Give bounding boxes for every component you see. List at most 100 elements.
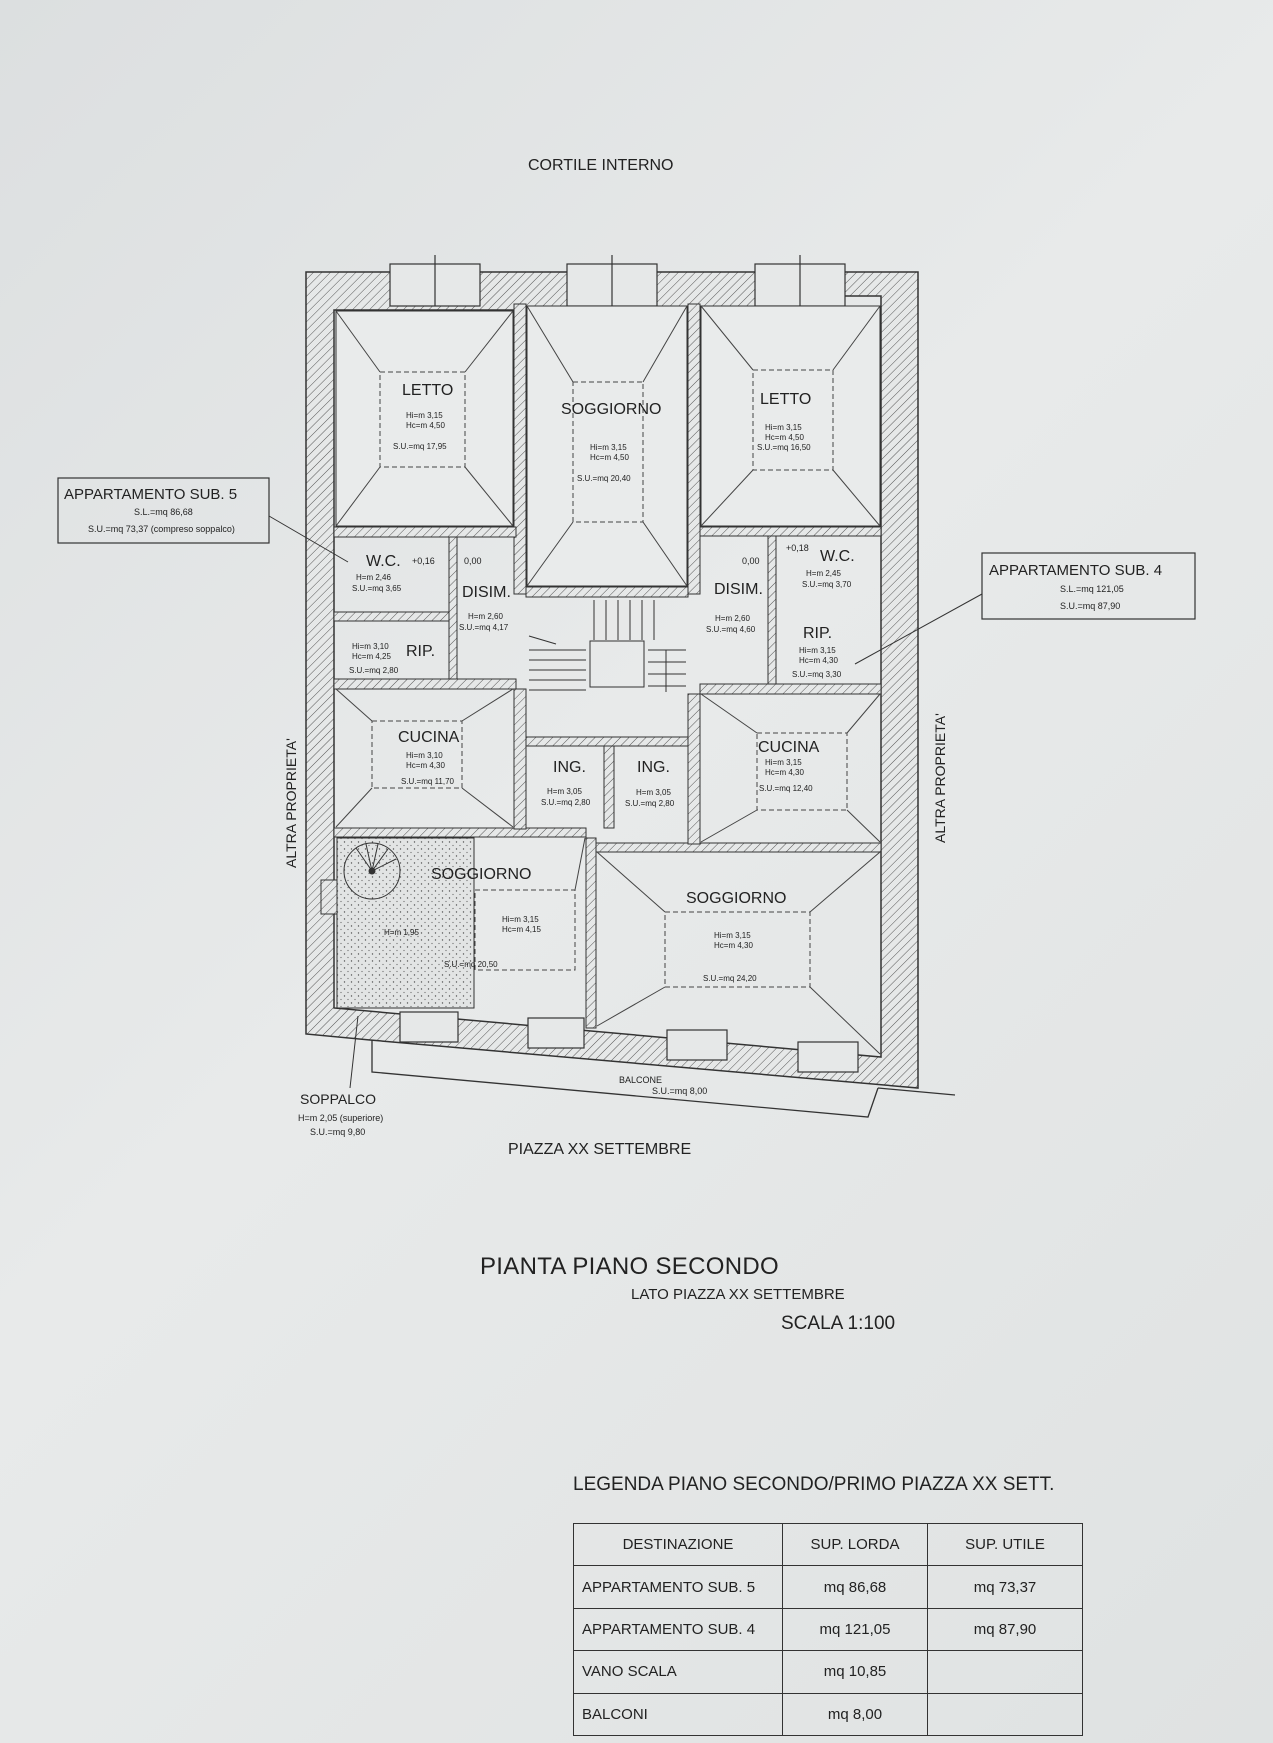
room-soggiorno-right-su: S.U.=mq 24,20 (703, 974, 757, 983)
room-disim-left-level: 0,00 (464, 556, 482, 566)
room-letto-left-hc: Hc=m 4,50 (406, 421, 445, 430)
legend-cell (927, 1692, 1083, 1737)
room-soggiorno-left-su: S.U.=mq 20,50 (444, 960, 498, 969)
piazza-label: PIAZZA XX SETTEMBRE (508, 1141, 691, 1158)
room-wc-right-level: +0,18 (786, 543, 809, 553)
room-letto-left-name: LETTO (402, 382, 453, 399)
spiral-stair (343, 842, 401, 900)
room-soggiorno-left-h: H=m 1,95 (384, 928, 419, 937)
plan-scale: SCALA 1:100 (781, 1313, 895, 1334)
sub4-su: S.U.=mq 87,90 (1060, 601, 1120, 611)
room-soggiorno-left-hc: Hc=m 4,15 (502, 925, 541, 934)
room-cucina-left-hi: Hi=m 3,10 (406, 751, 443, 760)
room-rip-left-name: RIP. (406, 643, 435, 660)
sub5-sl: S.L.=mq 86,68 (134, 507, 193, 517)
room-disim-right-level: 0,00 (742, 556, 760, 566)
building-walls (305, 271, 919, 1089)
room-letto-right-hi: Hi=m 3,15 (765, 423, 802, 432)
legend-title: LEGENDA PIANO SECONDO/PRIMO PIAZZA XX SE… (573, 1474, 1054, 1495)
room-soggiorno-center-hc: Hc=m 4,50 (590, 453, 629, 462)
room-wc-left-level: +0,16 (412, 556, 435, 566)
sub5-name: APPARTAMENTO SUB. 5 (64, 486, 237, 503)
room-ing-right-name: ING. (637, 759, 670, 776)
room-cucina-right-hi: Hi=m 3,15 (765, 758, 802, 767)
sub4-box (981, 552, 1196, 620)
room-soggiorno-right-name: SOGGIORNO (686, 890, 786, 907)
room-cucina-right-hc: Hc=m 4,30 (765, 768, 804, 777)
sub5-su: S.U.=mq 73,37 (compreso soppalco) (88, 524, 235, 534)
room-rip-right-hc: Hc=m 4,30 (799, 656, 838, 665)
room-soggiorno-center-hi: Hi=m 3,15 (590, 443, 627, 452)
room-soggiorno-center-name: SOGGIORNO (561, 401, 661, 418)
plan-title: PIANTA PIANO SECONDO (480, 1253, 779, 1280)
chimney (320, 879, 338, 915)
balcone-label: BALCONE (619, 1075, 662, 1085)
room-letto-right-name: LETTO (760, 391, 811, 408)
legend-row: BALCONI mq 8,00 (573, 1692, 1083, 1737)
room-soggiorno-left-hi: Hi=m 3,15 (502, 915, 539, 924)
room-wc-right-su: S.U.=mq 3,70 (802, 580, 852, 589)
room-rip-right-su: S.U.=mq 3,30 (792, 670, 842, 679)
room-wc-right-h: H=m 2,45 (806, 569, 841, 578)
room-cucina-right-su: S.U.=mq 12,40 (759, 784, 813, 793)
ceiling-vaults (335, 305, 881, 1055)
legend-cell: mq 87,90 (927, 1607, 1083, 1652)
room-disim-left-name: DISIM. (462, 584, 511, 601)
legend-cell: mq 86,68 (782, 1565, 928, 1609)
altra-proprieta-left: ALTRA PROPRIETA' (283, 738, 299, 868)
room-cucina-right-name: CUCINA (758, 739, 820, 756)
room-cucina-left-hc: Hc=m 4,30 (406, 761, 445, 770)
sub4-sl: S.L.=mq 121,05 (1060, 584, 1124, 594)
legend-row: APPARTAMENTO SUB. 5 mq 86,68 mq 73,37 (573, 1565, 1083, 1609)
sub5-box (57, 477, 270, 544)
legend-header-row: DESTINAZIONE SUP. LORDA SUP. UTILE (573, 1522, 1083, 1567)
soppalco-area (336, 837, 475, 1009)
legend-cell: VANO SCALA (573, 1650, 783, 1694)
sub4-name: APPARTAMENTO SUB. 4 (989, 562, 1162, 579)
legend-row: VANO SCALA mq 10,85 (573, 1650, 1083, 1694)
room-soggiorno-left-name: SOGGIORNO (431, 866, 531, 883)
room-cucina-left-su: S.U.=mq 11,70 (401, 777, 455, 786)
legend-cell: mq 73,37 (927, 1565, 1083, 1609)
soppalco-label: SOPPALCO (300, 1091, 376, 1107)
legend-header-sup-lorda: SUP. LORDA (782, 1522, 928, 1567)
soppalco-su: S.U.=mq 9,80 (310, 1127, 365, 1137)
room-rip-left-hi: Hi=m 3,10 (352, 642, 389, 651)
room-fills (335, 305, 881, 587)
legend-cell: APPARTAMENTO SUB. 5 (573, 1565, 783, 1609)
room-soggiorno-center-su: S.U.=mq 20,40 (577, 474, 631, 483)
room-disim-right-h: H=m 2,60 (715, 614, 750, 623)
cortile-label: CORTILE INTERNO (528, 157, 674, 174)
room-ing-left-h: H=m 3,05 (547, 787, 582, 796)
room-soggiorno-right-hi: Hi=m 3,15 (714, 931, 751, 940)
room-wc-left-h: H=m 2,46 (356, 573, 391, 582)
plan-subtitle: LATO PIAZZA XX SETTEMBRE (631, 1286, 845, 1303)
room-soggiorno-right-hc: Hc=m 4,30 (714, 941, 753, 950)
room-ing-left-su: S.U.=mq 2,80 (541, 798, 591, 807)
top-windows (389, 255, 846, 307)
room-wc-left-su: S.U.=mq 3,65 (352, 584, 402, 593)
room-ing-right-h: H=m 3,05 (636, 788, 671, 797)
legend-table: DESTINAZIONE SUP. LORDA SUP. UTILE APPAR… (573, 1522, 1083, 1737)
legend-header-destinazione: DESTINAZIONE (573, 1522, 783, 1567)
legend-cell: mq 121,05 (782, 1607, 928, 1652)
legend-cell: mq 8,00 (782, 1692, 928, 1737)
room-wc-left-name: W.C. (366, 553, 401, 570)
balcone-su: S.U.=mq 8,00 (652, 1086, 707, 1096)
room-rip-left-hc: Hc=m 4,25 (352, 652, 391, 661)
balcony-outline (371, 1040, 879, 1118)
room-letto-left-hi: Hi=m 3,15 (406, 411, 443, 420)
room-disim-right-name: DISIM. (714, 581, 763, 598)
room-rip-left-su: S.U.=mq 2,80 (349, 666, 399, 675)
legend-cell (927, 1650, 1083, 1694)
room-ing-right-su: S.U.=mq 2,80 (625, 799, 675, 808)
room-letto-right-su: S.U.=mq 16,50 (757, 443, 811, 452)
room-ing-left-name: ING. (553, 759, 586, 776)
legend-cell: mq 10,85 (782, 1650, 928, 1694)
altra-proprieta-right: ALTRA PROPRIETA' (932, 713, 948, 843)
room-rip-right-hi: Hi=m 3,15 (799, 646, 836, 655)
legend-cell: BALCONI (573, 1692, 783, 1737)
room-wc-right-name: W.C. (820, 548, 855, 565)
legend-cell: APPARTAMENTO SUB. 4 (573, 1607, 783, 1652)
